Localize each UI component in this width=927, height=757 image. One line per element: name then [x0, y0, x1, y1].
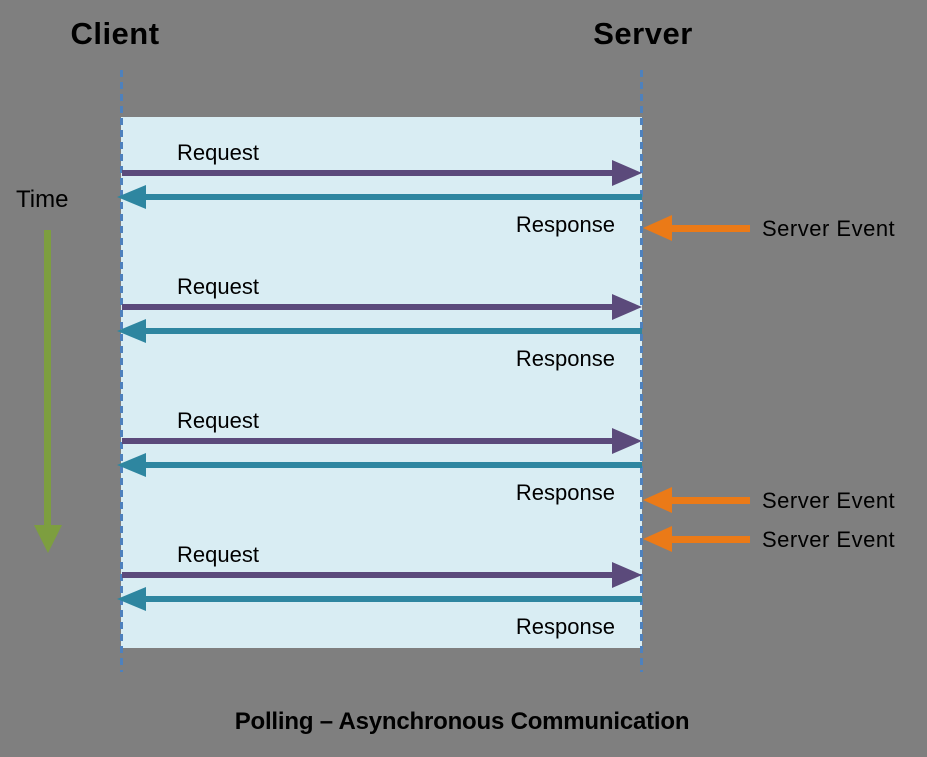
- time-label: Time: [16, 186, 69, 213]
- message-cycle: Request Response: [117, 542, 642, 676]
- request-arrow: [122, 572, 614, 578]
- request-label: Request: [177, 140, 259, 165]
- response-label: Response: [515, 212, 615, 237]
- time-arrow-head: [34, 525, 62, 553]
- request-label: Request: [177, 408, 259, 433]
- server-label: Server: [593, 16, 693, 51]
- server-event-arrow: [671, 497, 750, 504]
- server-event-label: Server Event: [762, 488, 896, 513]
- diagram-title: Polling – Asynchronous Communication: [234, 708, 690, 735]
- request-label: Request: [177, 542, 259, 567]
- client-lifeline: [120, 70, 123, 672]
- response-arrowhead-icon: [117, 453, 146, 477]
- server-lifeline: [640, 70, 643, 672]
- message-cycle: Request Response: [117, 140, 642, 274]
- request-arrow: [122, 304, 614, 310]
- server-event-label: Server Event: [762, 527, 896, 552]
- response-arrowhead-icon: [117, 319, 146, 343]
- response-arrow: [145, 462, 642, 468]
- response-arrow: [145, 194, 642, 200]
- request-arrowhead-icon: [612, 562, 642, 588]
- request-arrow: [122, 438, 614, 444]
- response-arrow: [145, 596, 642, 602]
- server-event-arrowhead-icon: [643, 487, 672, 513]
- request-arrowhead-icon: [612, 294, 642, 320]
- server-event-label: Server Event: [762, 216, 896, 241]
- client-label: Client: [70, 16, 160, 51]
- response-label: Response: [515, 346, 615, 371]
- response-label: Response: [515, 480, 615, 505]
- request-arrowhead-icon: [612, 428, 642, 454]
- request-label: Request: [177, 274, 259, 299]
- response-arrowhead-icon: [117, 185, 146, 209]
- request-arrow: [122, 170, 614, 176]
- request-arrowhead-icon: [612, 160, 642, 186]
- server-event-arrow: [671, 536, 750, 543]
- response-arrowhead-icon: [117, 587, 146, 611]
- interaction-panel: [121, 117, 642, 648]
- server-event-arrow: [671, 225, 750, 232]
- response-label: Response: [515, 614, 615, 639]
- response-arrow: [145, 328, 642, 334]
- message-cycle: Request Response: [117, 408, 642, 542]
- message-cycle: Request Response: [117, 274, 642, 408]
- time-arrow-shaft: [44, 230, 51, 526]
- server-event-arrowhead-icon: [643, 215, 672, 241]
- server-event-arrowhead-icon: [643, 526, 672, 552]
